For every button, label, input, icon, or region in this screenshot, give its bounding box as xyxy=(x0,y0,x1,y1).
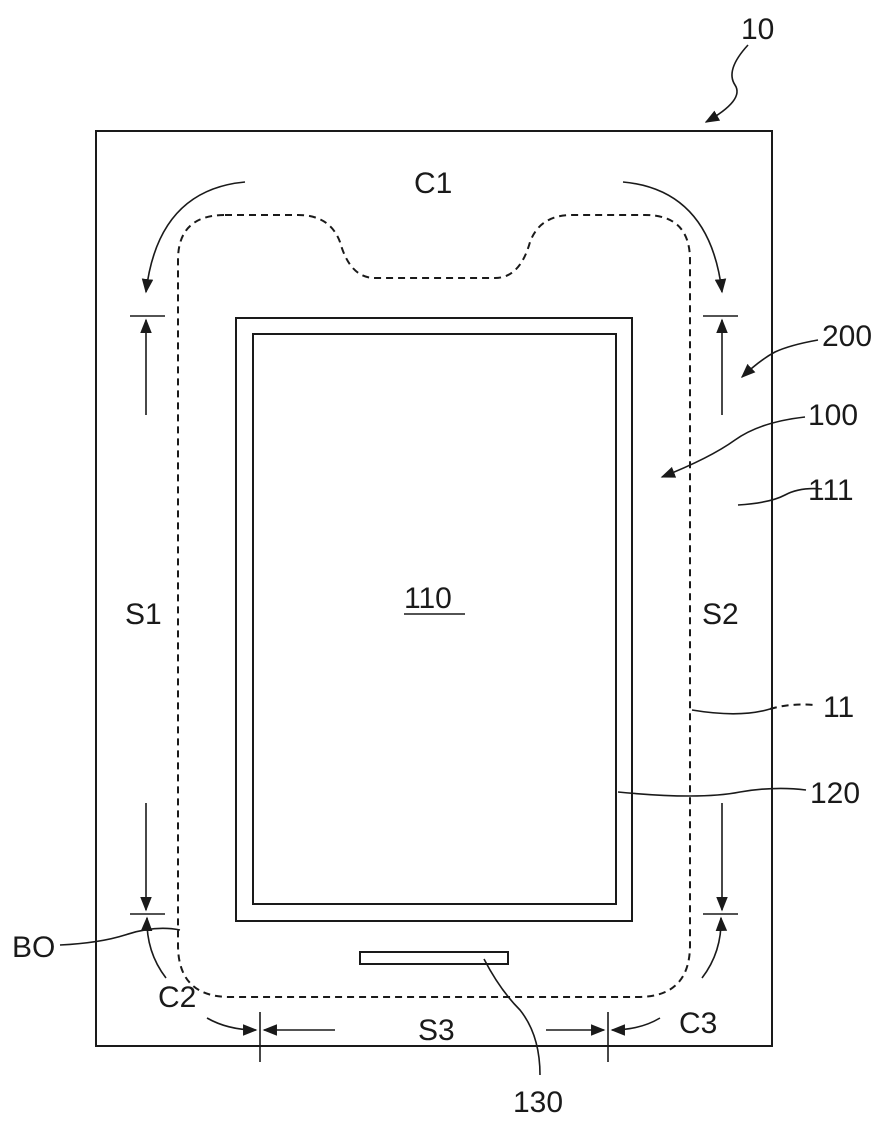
c1-right-curved-arrow xyxy=(622,181,727,294)
leader-111-line xyxy=(737,487,823,506)
label-c1: C1 xyxy=(414,167,452,200)
label-s1: S1 xyxy=(125,598,162,631)
leader-200-arrow xyxy=(740,339,819,378)
c2-upper-curved-arrow xyxy=(140,916,167,979)
boundary-dashed-line xyxy=(177,214,691,998)
c3-upper-curved-arrow xyxy=(701,916,728,979)
label-200: 200 xyxy=(822,320,872,353)
panel-outer-rect xyxy=(235,317,633,922)
label-bo: BO xyxy=(12,931,55,964)
label-130: 130 xyxy=(513,1086,563,1119)
label-10: 10 xyxy=(741,13,774,46)
pad-130 xyxy=(359,951,509,965)
c3-lower-curved-arrow xyxy=(610,1017,661,1036)
label-100: 100 xyxy=(808,399,858,432)
label-110: 110 xyxy=(404,582,452,615)
c1-left-curved-arrow xyxy=(141,181,246,294)
leader-10-arrow xyxy=(704,44,749,123)
label-c3: C3 xyxy=(679,1007,717,1040)
outer-substrate xyxy=(95,130,773,1047)
leader-11-line xyxy=(691,708,771,715)
panel-inner-rect xyxy=(252,333,617,905)
leader-130-line xyxy=(483,958,541,1076)
label-s3: S3 xyxy=(418,1014,455,1047)
label-c2: C2 xyxy=(158,981,196,1014)
leader-11-dashed xyxy=(769,703,816,710)
label-111: 111 xyxy=(808,474,854,507)
label-11: 11 xyxy=(823,691,854,724)
label-s2: S2 xyxy=(702,598,739,631)
leader-bo-line xyxy=(59,927,181,946)
c2-lower-curved-arrow xyxy=(206,1017,258,1036)
label-120: 120 xyxy=(810,777,860,810)
leader-100-arrow xyxy=(660,416,806,478)
leader-120-line xyxy=(617,787,807,797)
